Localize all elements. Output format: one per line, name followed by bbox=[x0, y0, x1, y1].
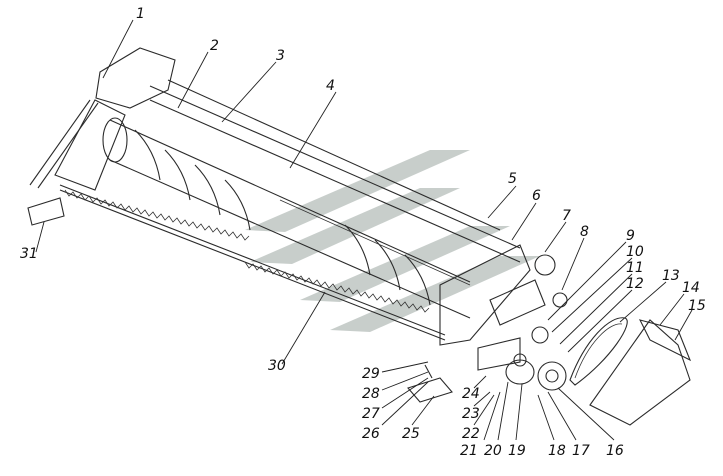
callout-12: 12 bbox=[626, 276, 644, 292]
brackets-25-29 bbox=[407, 364, 453, 403]
callout-4: 4 bbox=[326, 78, 335, 94]
callout-11: 11 bbox=[626, 260, 644, 276]
callout-21: 21 bbox=[460, 443, 478, 459]
leader-lines bbox=[35, 19, 693, 441]
bracket-31 bbox=[27, 197, 65, 226]
callout-15: 15 bbox=[688, 298, 706, 314]
callout-labels: 1 2 3 4 5 6 7 8 9 10 11 12 13 14 15 16 1… bbox=[20, 6, 706, 459]
watermark-logo bbox=[245, 150, 540, 332]
callout-27: 27 bbox=[362, 406, 380, 422]
header-frame bbox=[29, 47, 521, 263]
belt-guard bbox=[589, 319, 692, 426]
callout-9: 9 bbox=[626, 228, 635, 244]
callout-24: 24 bbox=[462, 386, 480, 402]
callout-19: 19 bbox=[508, 443, 526, 459]
callout-7: 7 bbox=[562, 208, 571, 224]
callout-10: 10 bbox=[626, 244, 644, 260]
callout-5: 5 bbox=[508, 171, 517, 187]
callout-28: 28 bbox=[362, 386, 380, 402]
callout-6: 6 bbox=[532, 188, 541, 204]
callout-3: 3 bbox=[276, 48, 285, 64]
callout-14: 14 bbox=[682, 280, 700, 296]
cutter-bar bbox=[59, 184, 446, 341]
callout-2: 2 bbox=[210, 38, 219, 54]
callout-26: 26 bbox=[362, 426, 380, 442]
callout-22: 22 bbox=[462, 426, 480, 442]
callout-8: 8 bbox=[580, 224, 589, 240]
callout-18: 18 bbox=[548, 443, 566, 459]
callout-20: 20 bbox=[484, 443, 502, 459]
callout-31: 31 bbox=[20, 246, 38, 262]
callout-29: 29 bbox=[362, 366, 380, 382]
callout-17: 17 bbox=[572, 443, 590, 459]
auger-screw bbox=[102, 117, 471, 319]
callout-30: 30 bbox=[268, 358, 286, 374]
drive-assembly bbox=[439, 244, 568, 391]
callout-16: 16 bbox=[606, 443, 624, 459]
callout-23: 23 bbox=[462, 406, 480, 422]
drive-belt bbox=[569, 317, 628, 386]
callout-1: 1 bbox=[136, 6, 145, 22]
callout-13: 13 bbox=[662, 268, 680, 284]
callout-25: 25 bbox=[402, 426, 420, 442]
